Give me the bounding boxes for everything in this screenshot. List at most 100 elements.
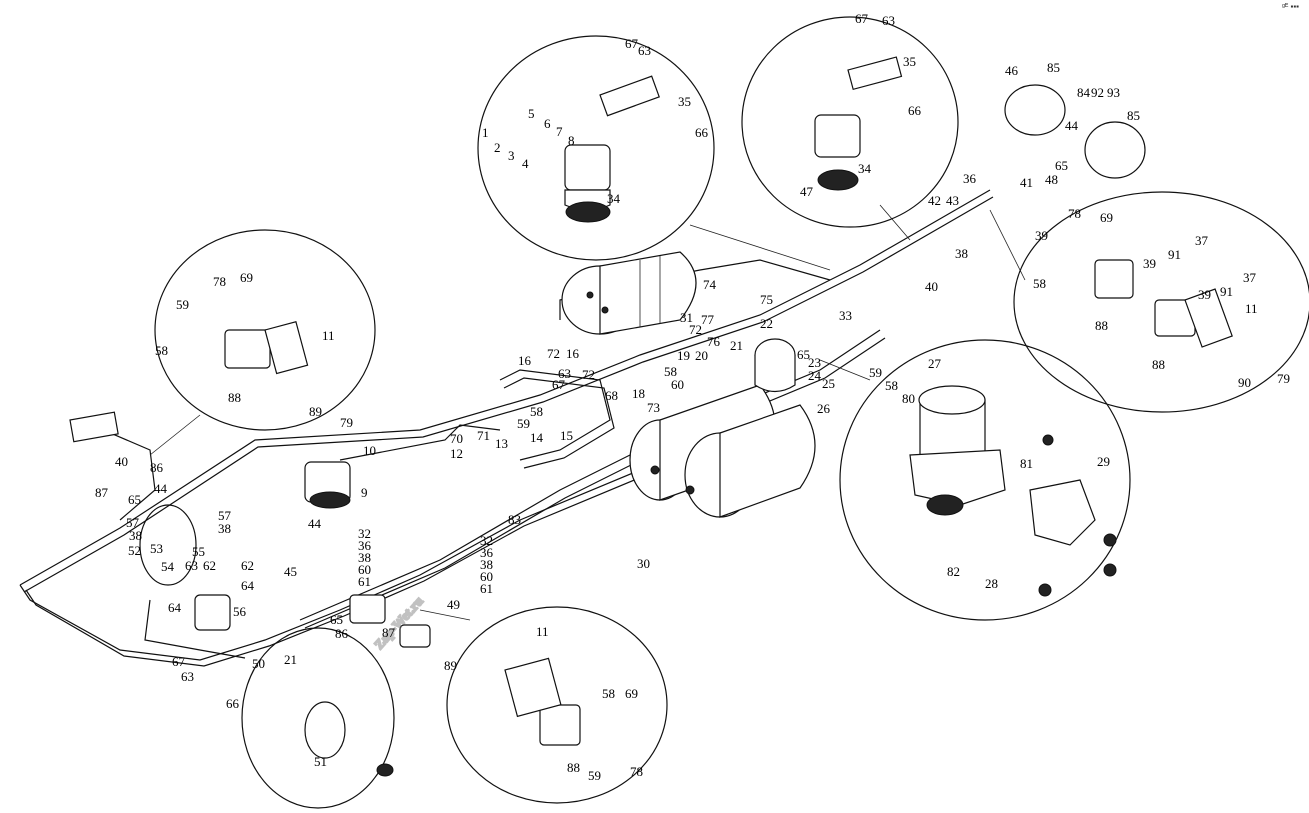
callout-33: 33 — [839, 308, 852, 323]
callout-6: 6 — [544, 116, 551, 131]
callout-11: 11 — [322, 328, 335, 343]
callout-72: 72 — [547, 346, 560, 361]
callout-45: 45 — [284, 564, 297, 579]
callout-63: 63 — [558, 366, 571, 381]
callout-24: 24 — [808, 368, 822, 383]
callout-91: 91 — [1220, 284, 1233, 299]
callout-38: 38 — [129, 528, 142, 543]
four-circuit-valve — [1029, 434, 1117, 597]
callout-85: 85 — [1047, 60, 1060, 75]
brake-valve-top-middle — [814, 56, 903, 191]
callout-39: 39 — [1198, 287, 1211, 302]
callout-27: 27 — [928, 356, 942, 371]
callout-63: 63 — [185, 558, 198, 573]
callout-40: 40 — [115, 454, 128, 469]
callout-44: 44 — [1065, 118, 1079, 133]
callout-61: 61 — [358, 574, 371, 589]
callout-49: 49 — [447, 597, 460, 612]
callout-35: 35 — [678, 94, 691, 109]
callout-87: 87 — [95, 485, 109, 500]
callout-59: 59 — [517, 416, 530, 431]
pipe-manifold-2 — [503, 377, 615, 469]
callout-69: 69 — [240, 270, 253, 285]
callout-81: 81 — [1020, 456, 1033, 471]
callout-58: 58 — [530, 404, 543, 419]
callout-69: 69 — [1100, 210, 1113, 225]
callout-40: 40 — [925, 279, 938, 294]
callout-43: 43 — [946, 193, 959, 208]
callout-38: 38 — [358, 550, 371, 565]
callout-19: 19 — [677, 348, 690, 363]
callout-72: 72 — [689, 322, 702, 337]
callout-72: 72 — [582, 367, 595, 382]
leader-dryer-circle — [819, 359, 871, 381]
callout-48: 48 — [1045, 172, 1058, 187]
detail-circle-top-left-valve — [477, 35, 715, 261]
callout-89: 89 — [444, 658, 457, 673]
callout-86: 86 — [150, 460, 164, 475]
callout-11: 11 — [1245, 301, 1258, 316]
main-pipe-frame-1 — [19, 189, 991, 586]
callout-67: 67 — [855, 11, 869, 26]
callout-62: 62 — [241, 558, 254, 573]
callout-71: 71 — [477, 428, 490, 443]
callout-58: 58 — [885, 378, 898, 393]
detail-circle-bottom-relay-valve — [446, 606, 668, 804]
callout-52: 52 — [128, 543, 141, 558]
callout-65: 65 — [128, 492, 141, 507]
callout-36: 36 — [480, 545, 494, 560]
leader-top-mid-circle — [879, 204, 911, 241]
callout-56: 56 — [233, 604, 247, 619]
callout-65: 65 — [330, 612, 343, 627]
compressor — [304, 461, 351, 509]
callout-11: 11 — [536, 624, 549, 639]
callout-22: 22 — [760, 316, 773, 331]
callout-93: 93 — [1107, 85, 1120, 100]
callout-80: 80 — [902, 391, 915, 406]
callout-88: 88 — [228, 390, 241, 405]
brake-chamber-bottom-left — [304, 701, 394, 777]
callout-91: 91 — [1168, 247, 1181, 262]
detail-circle-top-middle-valve — [741, 16, 959, 228]
callout-84: 84 — [1077, 85, 1091, 100]
callout-51: 51 — [314, 754, 327, 769]
callout-64: 64 — [241, 578, 255, 593]
callout-92: 92 — [1091, 85, 1104, 100]
detail-circle-right-relay-valve — [1013, 191, 1309, 413]
callout-62: 62 — [203, 558, 216, 573]
relay-valve-left — [224, 320, 309, 375]
callout-83: 83 — [508, 512, 521, 527]
callout-74: 74 — [703, 277, 717, 292]
callout-60: 60 — [480, 569, 493, 584]
callout-29: 29 — [1097, 454, 1110, 469]
detail-circle-compressor-fittings — [139, 504, 197, 586]
callout-59: 59 — [176, 297, 189, 312]
callout-1: 1 — [482, 125, 489, 140]
callout-79: 79 — [340, 415, 353, 430]
callout-21: 21 — [730, 338, 743, 353]
valve-center-bottom — [349, 594, 431, 648]
callout-46: 46 — [1005, 63, 1019, 78]
corner-mark: ᵍᴱ ▪▪▪ — [1281, 2, 1299, 11]
callout-88: 88 — [1095, 318, 1108, 333]
callout-31: 31 — [680, 310, 693, 325]
air-dryer-unit — [909, 385, 1006, 516]
callout-2: 2 — [494, 140, 501, 155]
callout-76: 76 — [707, 334, 721, 349]
callout-25: 25 — [822, 376, 835, 391]
callout-44: 44 — [308, 516, 322, 531]
callout-50: 50 — [252, 656, 265, 671]
detail-circle-left-relay-valve — [154, 229, 376, 431]
callout-90: 90 — [1238, 375, 1251, 390]
callout-23: 23 — [808, 355, 821, 370]
callout-65: 65 — [1055, 158, 1068, 173]
callout-67: 67 — [552, 377, 566, 392]
spring-brake-left — [69, 411, 231, 631]
callout-78: 78 — [1068, 206, 1081, 221]
callout-89: 89 — [309, 404, 322, 419]
callout-18: 18 — [632, 386, 645, 401]
pipe-to-compressor — [339, 424, 501, 461]
callout-69: 69 — [625, 686, 638, 701]
main-pipe-frame-3 — [19, 469, 641, 661]
